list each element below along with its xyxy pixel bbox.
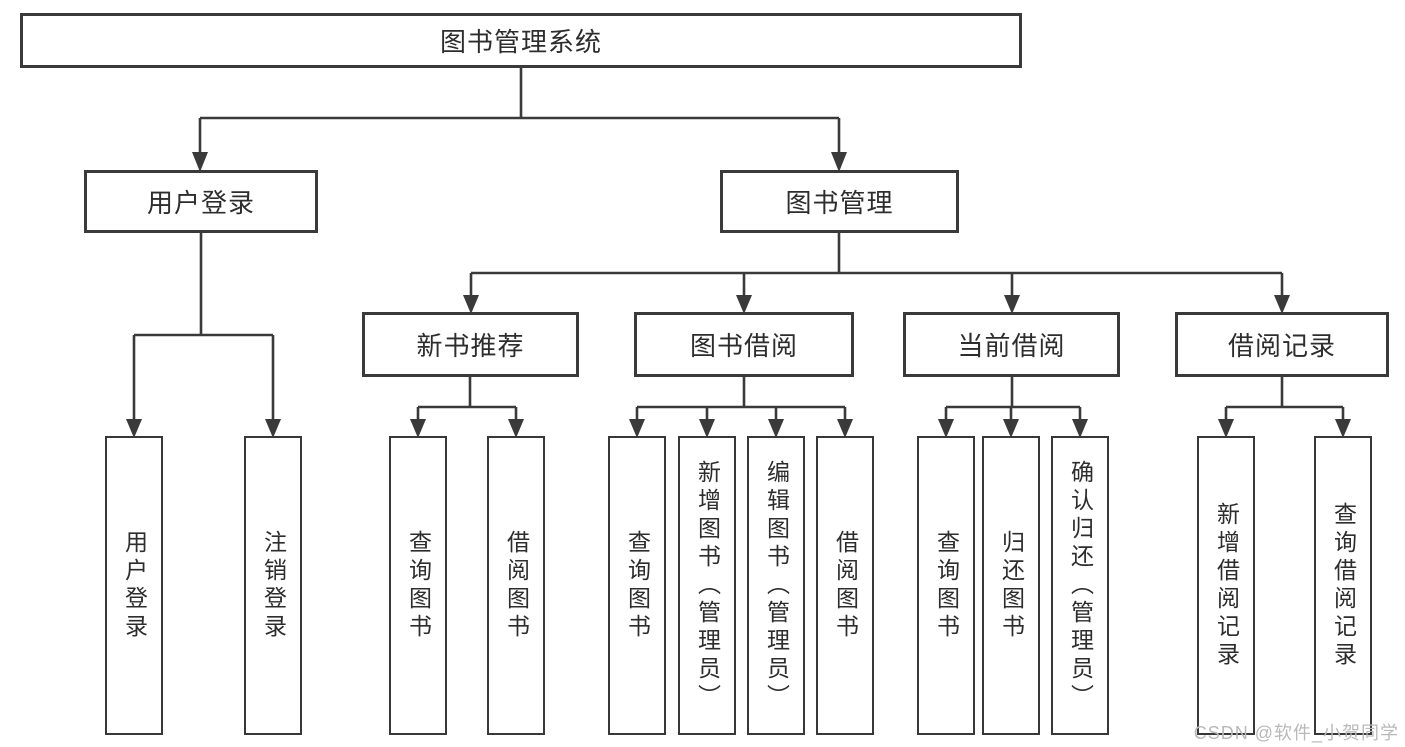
node-book-borrowing: 图书借阅 <box>634 312 854 377</box>
node-new-book-recommendation: 新书推荐 <box>362 312 579 377</box>
node-book-management: 图书管理 <box>720 170 959 233</box>
leaf-edit-book-admin: 编辑图书（管理员） <box>747 436 805 735</box>
leaf-label: 编辑图书（管理员） <box>763 459 790 712</box>
leaf-user-login: 用户登录 <box>105 436 163 735</box>
leaf-label: 借阅图书 <box>832 529 859 642</box>
leaf-query-books-rec: 查询图书 <box>389 436 447 735</box>
leaf-query-books-borrow: 查询图书 <box>608 436 666 735</box>
leaf-label: 确认归还（管理员） <box>1067 459 1094 712</box>
node-user-login: 用户登录 <box>84 170 318 233</box>
leaf-borrow-books: 借阅图书 <box>816 436 874 735</box>
leaf-label: 查询图书 <box>405 529 432 642</box>
leaf-confirm-return-admin: 确认归还（管理员） <box>1051 436 1109 735</box>
csdn-watermark: CSDN @软件_小贺同学 <box>1193 723 1399 743</box>
leaf-logout: 注销登录 <box>244 436 302 735</box>
leaf-query-borrow-record: 查询借阅记录 <box>1314 436 1372 735</box>
node-current-borrowing: 当前借阅 <box>903 312 1120 377</box>
leaf-label: 查询图书 <box>624 529 651 642</box>
leaf-label: 用户登录 <box>121 529 148 642</box>
leaf-label: 归还图书 <box>998 529 1025 642</box>
leaf-label: 新增图书（管理员） <box>694 459 721 712</box>
leaf-add-borrow-record: 新增借阅记录 <box>1197 436 1255 735</box>
leaf-label: 借阅图书 <box>503 529 530 642</box>
node-borrowing-records: 借阅记录 <box>1175 312 1389 377</box>
leaf-label: 查询图书 <box>933 529 960 642</box>
node-book-management-system: 图书管理系统 <box>20 13 1022 68</box>
leaf-borrow-books-rec: 借阅图书 <box>487 436 545 735</box>
leaf-label: 新增借阅记录 <box>1213 501 1240 670</box>
leaf-add-book-admin: 新增图书（管理员） <box>678 436 736 735</box>
leaf-label: 查询借阅记录 <box>1330 501 1357 670</box>
leaf-query-books-current: 查询图书 <box>917 436 975 735</box>
leaf-return-book: 归还图书 <box>982 436 1040 735</box>
leaf-label: 注销登录 <box>260 529 287 642</box>
